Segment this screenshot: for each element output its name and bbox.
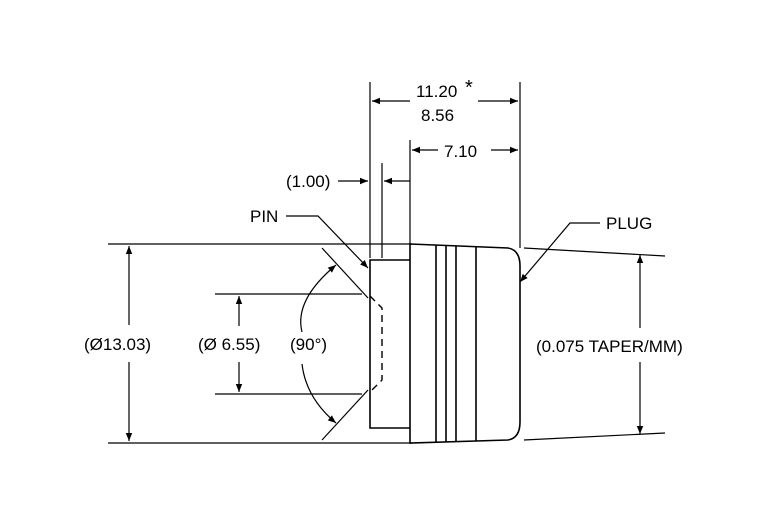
pin-label: PIN [250, 207, 278, 226]
overall-length-mark: * [465, 77, 473, 99]
angle-dimension: (90°) [290, 247, 369, 441]
outer-diameter-label: (Ø13.03) [84, 335, 151, 354]
plug-callout: PLUG [519, 214, 652, 283]
plug-length-label: 7.10 [444, 142, 477, 161]
taper-dimension: (0.075 TAPER/MM) [523, 247, 683, 441]
inner-diameter-label: (Ø 6.55) [198, 335, 260, 354]
plug-length-dimension: 7.10 [412, 142, 518, 161]
pin-callout: PIN [250, 207, 369, 269]
overall-length-dimension: 11.20 * 8.56 [372, 77, 518, 125]
extension-lines [369, 82, 521, 258]
pin-gap-label: (1.00) [286, 172, 330, 191]
taper-label: (0.075 TAPER/MM) [536, 337, 683, 356]
pin-gap-dimension: (1.00) [286, 172, 410, 191]
plug-label: PLUG [606, 214, 652, 233]
angle-label: (90°) [290, 335, 327, 354]
secondary-length-label: 8.56 [421, 106, 454, 125]
plug-body [409, 243, 521, 444]
pin-body [369, 259, 410, 429]
overall-length-label: 11.20 [416, 82, 457, 101]
inner-diameter-dimension: (Ø 6.55) [198, 293, 362, 395]
outer-diameter-dimension: (Ø13.03) [84, 243, 412, 444]
